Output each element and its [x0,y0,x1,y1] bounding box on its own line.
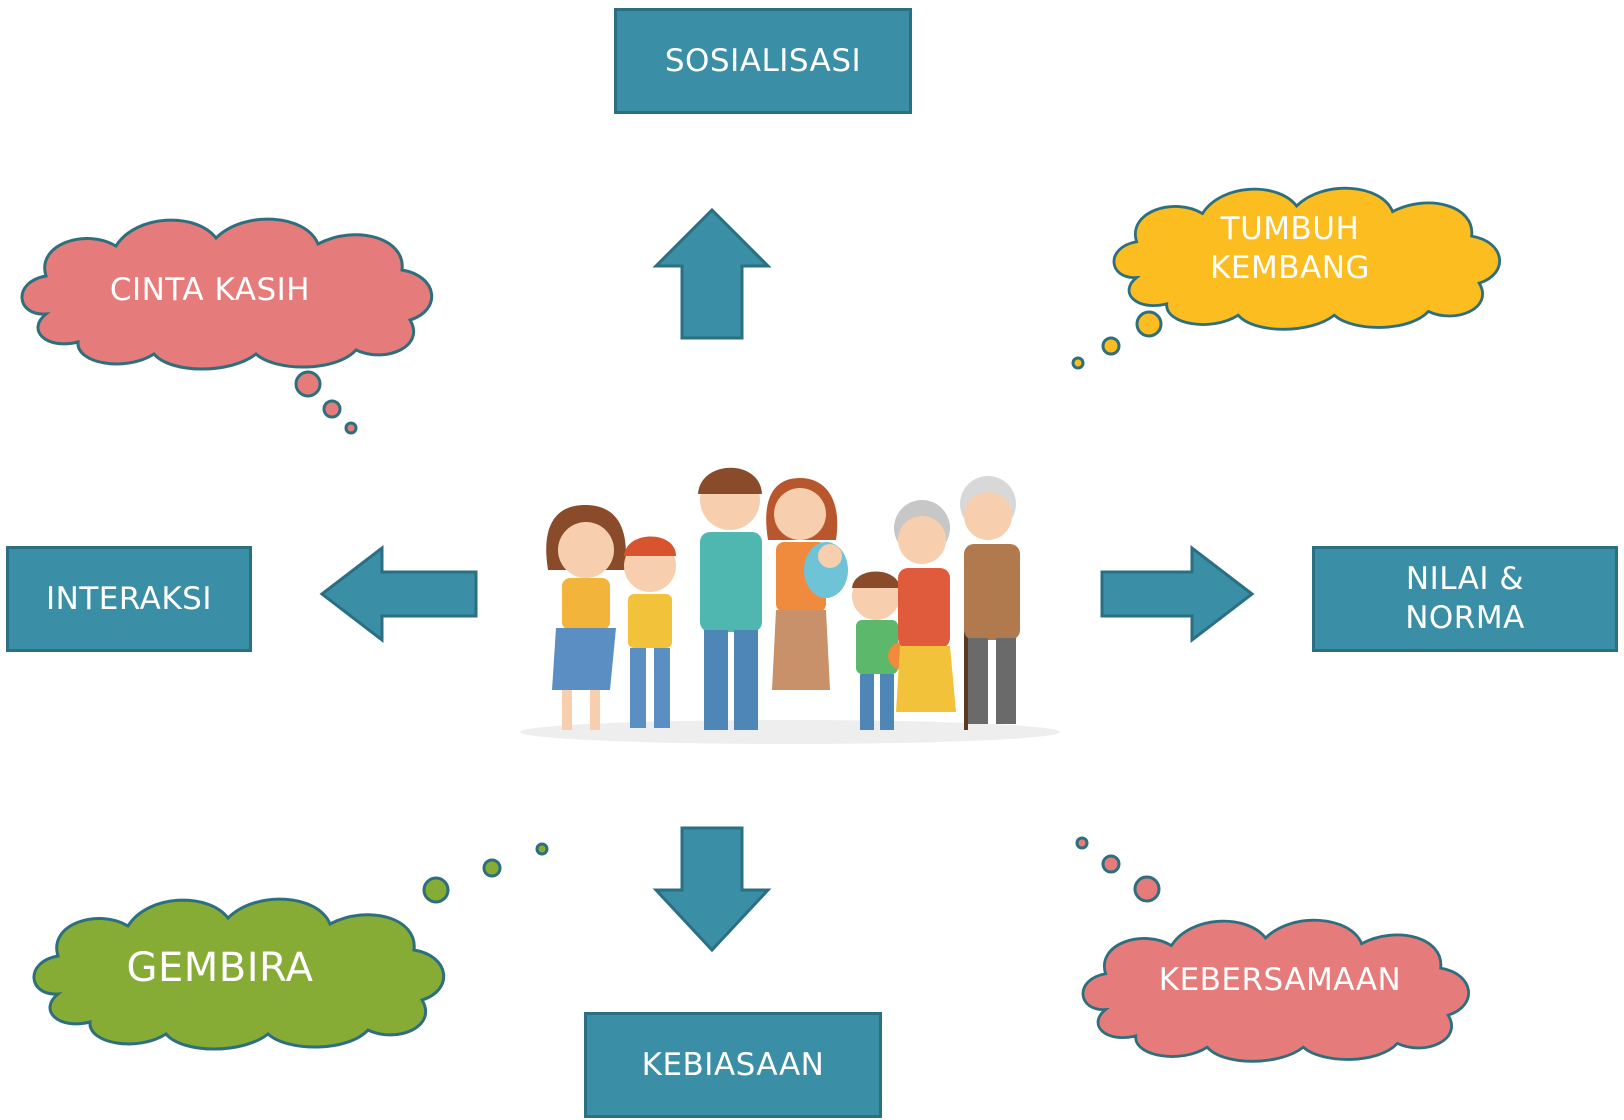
box-nilai-norma: NILAI & NORMA [1312,546,1618,652]
girl-figure [546,505,626,730]
box-interaksi-label: INTERAKSI [46,580,212,617]
father-figure [698,467,762,730]
box-nilai-norma-label: NILAI & NORMA [1405,561,1525,636]
cloud-cinta-kasih-label: CINTA KASIH [109,271,311,308]
grandmother-figure [894,500,968,730]
bubbles-kebersamaan [1075,836,1161,903]
bubbles-gembira [422,842,549,904]
bubbles-cinta-kasih [294,370,358,435]
box-kebiasaan-label: KEBIASAAN [641,1046,825,1083]
box-sosialisasi-label: SOSIALISASI [664,42,862,79]
cloud-tumbuh-kembang-label: TUMBUH KEMBANG [1210,211,1370,286]
arrow-left [319,544,478,644]
cloud-kebersamaan-label: KEBERSAMAAN [1158,961,1402,998]
arrow-down [652,826,772,953]
bubbles-tumbuh-kembang [1071,310,1163,370]
cloud-gembira-label: GEMBIRA [126,945,314,991]
grandfather-figure [960,476,1020,724]
family-illustration [520,467,1060,744]
arrow-right [1100,544,1255,644]
boy-figure [624,536,676,728]
box-kebiasaan: KEBIASAAN [584,1012,882,1118]
arrow-up [652,207,772,340]
box-sosialisasi: SOSIALISASI [614,8,912,114]
mother-figure [766,478,848,690]
box-interaksi: INTERAKSI [6,546,252,652]
